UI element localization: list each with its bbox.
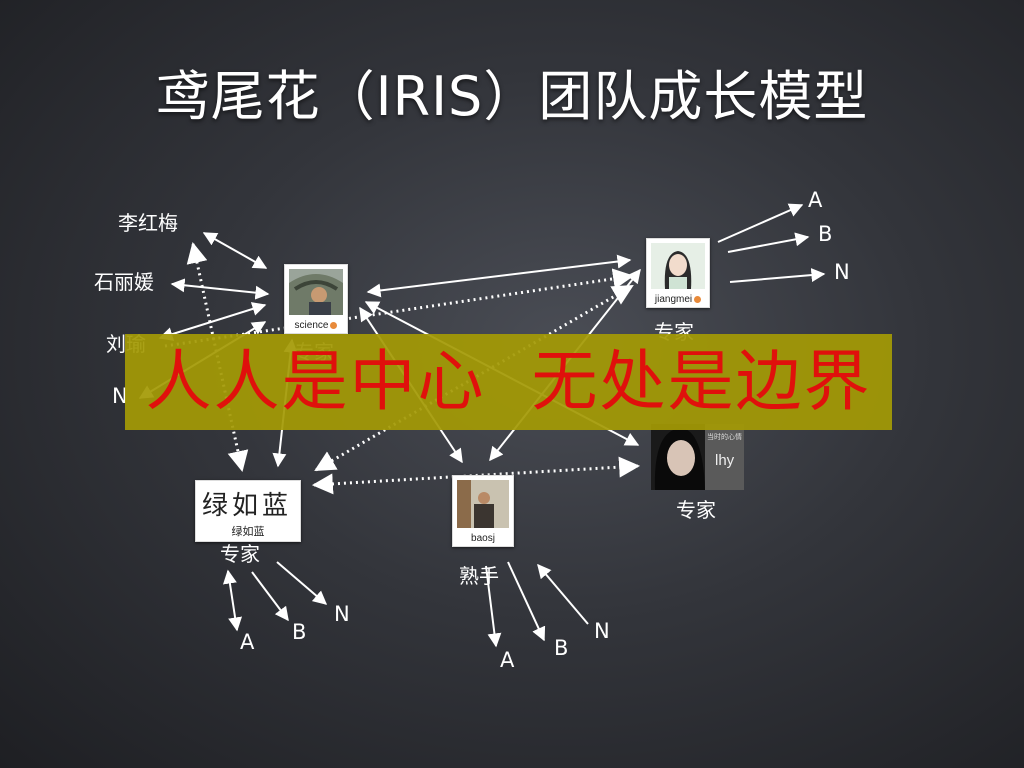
avatar-jiangmei: jiangmei — [646, 238, 710, 308]
arrow-jiangmei-a — [717, 203, 804, 243]
lvrulan-leaf-b: B — [292, 620, 307, 644]
arrow-baosj-a — [485, 565, 502, 648]
lhy-photo-caption: 当时的心情 — [707, 433, 742, 441]
science-tag: science — [294, 320, 329, 331]
lvrulan-tag: 绿如蓝 — [231, 526, 265, 538]
arrow-lvrulan-n — [276, 561, 328, 605]
baosj-leaf-b: B — [554, 636, 569, 660]
avatar-lhy: 当时的心情 lhy — [651, 424, 744, 490]
jiangmei-leaf-b: B — [818, 222, 833, 246]
science-photo — [289, 269, 343, 315]
arrow-lvrulan-b — [251, 571, 289, 622]
jiangmei-leaf-n: N — [834, 260, 850, 284]
arrow-baosj-n — [537, 563, 589, 625]
person-li-label: 李红梅 — [118, 211, 178, 235]
arrow-jiangmei-b — [727, 232, 810, 253]
lhy-tag: lhy — [715, 452, 735, 469]
slide-title: 鸢尾花（IRIS）团队成长模型 — [155, 65, 869, 128]
jiangmei-tag: jiangmei — [654, 294, 693, 305]
status-dot-icon — [694, 295, 702, 303]
dotted-lvrulan-jiangmei — [314, 284, 634, 472]
baosj-role: 熟手 — [459, 564, 499, 588]
baosj-tag: baosj — [471, 533, 495, 544]
person-n-label: N — [112, 384, 128, 408]
arrow-baosj-b — [507, 561, 546, 642]
arrow-jiangmei-n — [729, 268, 826, 283]
arrow-science-shi — [170, 278, 270, 300]
baosj-leaf-a: A — [500, 648, 515, 672]
slogan-text: 人人是中心 无处是边界 — [145, 343, 872, 420]
slogan-banner — [125, 334, 892, 430]
avatar-science: science — [284, 264, 348, 334]
jiangmei-leaf-a: A — [808, 188, 823, 212]
arrow-science-jiangmei — [366, 254, 632, 298]
avatar-baosj: baosj — [452, 475, 514, 547]
baosj-photo — [457, 480, 509, 528]
lhy-role: 专家 — [676, 498, 716, 522]
lvrulan-role: 专家 — [220, 542, 260, 566]
lvrulan-leaf-a: A — [240, 630, 255, 654]
lvrulan-leaf-n: N — [334, 602, 350, 626]
lvrulan-calligraphy: 绿如蓝 — [202, 491, 293, 521]
jiangmei-photo — [651, 243, 705, 289]
baosj-leaf-n: N — [594, 619, 610, 643]
status-dot-icon — [330, 321, 338, 329]
arrow-science-li — [202, 232, 268, 269]
arrow-lvrulan-a — [222, 569, 243, 632]
avatar-lvrulan: 绿如蓝 绿如蓝 — [195, 480, 301, 542]
person-shi-label: 石丽媛 — [94, 270, 154, 294]
